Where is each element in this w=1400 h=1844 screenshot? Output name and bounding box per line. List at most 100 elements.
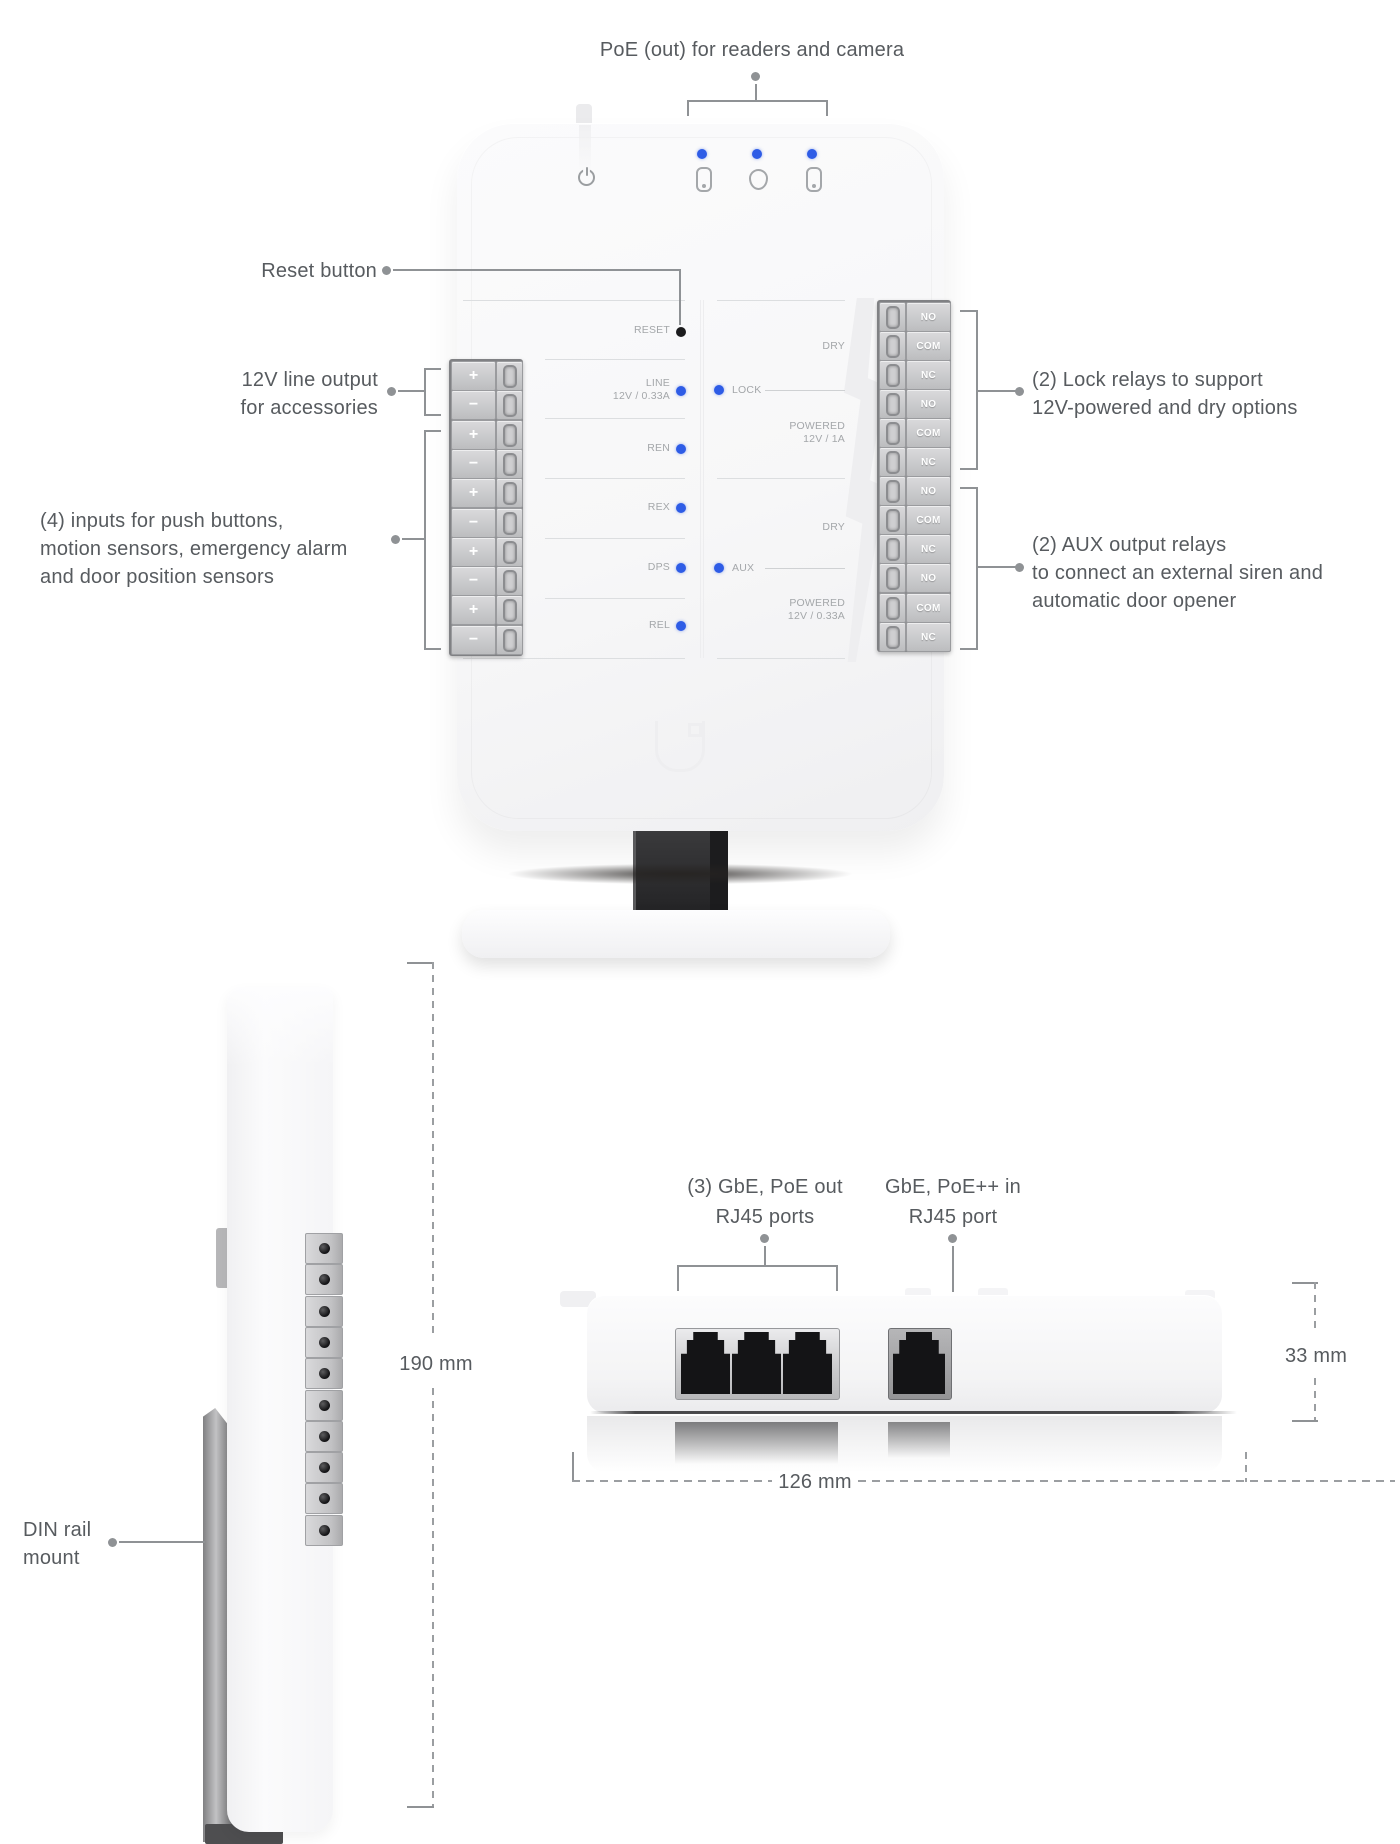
input-terminal-+: + (451, 420, 496, 450)
line1: GbE, PoE++ in (884, 1176, 1022, 1198)
mode: POWERED (789, 420, 845, 432)
width-dim-line-right (858, 1480, 1395, 1482)
inputs-bracket-bottom (424, 648, 441, 650)
port1-led (697, 149, 707, 159)
line2: motion sensors, emergency alarm (40, 538, 348, 560)
line2: RJ45 ports (715, 1206, 815, 1228)
relay-terminal-NO: NO (906, 389, 951, 419)
side-terminal (305, 1515, 343, 1546)
lock-relay1-mode: DRY (822, 340, 845, 352)
panel-divider (545, 359, 685, 360)
reset-port-label: RESET (633, 324, 670, 336)
gbe-out-bracket-right-drop (836, 1265, 838, 1291)
line-output-bracket-top (424, 368, 441, 370)
stand-base (462, 910, 890, 958)
inputs-lead (402, 538, 425, 540)
ubiquiti-logo-notch (688, 723, 702, 737)
aux-relays-bracket (976, 487, 978, 650)
depth-dim-top-hook (1292, 1282, 1318, 1284)
input-terminal-+: + (451, 478, 496, 508)
dps-port-label: DPS (647, 561, 670, 573)
side-device-top-band (227, 987, 333, 1067)
line-output-lead (398, 390, 425, 392)
line-output-bracket-bottom (424, 414, 441, 416)
port-reflection (888, 1422, 950, 1458)
relay-terminal-NC: NC (906, 622, 951, 652)
line-port-label: LINE 12V / 0.33A (560, 377, 670, 403)
din-lead (119, 1541, 205, 1543)
line-output-label: 12V line output for accessories (168, 366, 378, 422)
width-dim-right-riser (1245, 1452, 1247, 1482)
aux-label: AUX (732, 562, 755, 574)
gbe-out-label: (3) GbE, PoE out RJ45 ports (640, 1172, 890, 1232)
side-terminal (305, 1390, 343, 1421)
lock-relays-label: (2) Lock relays to support 12V-powered a… (1032, 366, 1372, 422)
door-handle-icon (749, 169, 768, 190)
input-terminal-−: − (451, 566, 496, 596)
relay-terminal-NO: NO (906, 563, 951, 593)
reset-lead-v (679, 269, 681, 325)
lock-led (714, 385, 724, 395)
panel-divider (717, 478, 845, 479)
panel-divider (545, 478, 685, 479)
relay-terminal-screw (879, 622, 906, 652)
lock-relays-lead (978, 390, 1016, 392)
line1: DIN rail (23, 1519, 92, 1541)
line3: and door position sensors (40, 566, 275, 588)
rel-port-label: REL (648, 619, 670, 631)
relay-terminal-screw (879, 476, 906, 506)
input-terminal-screw (496, 566, 523, 596)
relay-terminal-COM: COM (906, 593, 951, 623)
height-dim-top-hook (407, 962, 434, 964)
line1: (3) GbE, PoE out (687, 1176, 843, 1198)
input-terminal-+: + (451, 361, 496, 391)
relay-terminal-screw (879, 447, 906, 477)
gbe-in-pointer-dot (948, 1234, 957, 1243)
relay-terminal-NC: NC (906, 534, 951, 564)
aux-relays-pointer-dot (1015, 563, 1024, 572)
relay-terminal-NC: NC (906, 447, 951, 477)
relay-terminal-screw (879, 418, 906, 448)
rj45-poe-out-port-3 (783, 1332, 832, 1394)
height-dim-bottom-hook (407, 1806, 434, 1808)
reset-label: Reset button (261, 260, 377, 282)
inputs-bracket (424, 430, 426, 650)
line1: (4) inputs for push buttons, (40, 510, 284, 532)
lock-lead-line (765, 390, 845, 391)
width-dim-label: 126 mm (778, 1471, 852, 1493)
input-terminal-+: + (451, 537, 496, 567)
input-terminal-screw (496, 478, 523, 508)
line2: 12V-powered and dry options (1032, 397, 1298, 419)
relay-terminal-screw (879, 593, 906, 623)
power-icon (578, 167, 595, 186)
ports-reflection (675, 1422, 838, 1464)
poe-out-bracket-right-drop (826, 100, 828, 116)
side-terminal (305, 1296, 343, 1327)
width-dim-left-riser (572, 1452, 574, 1482)
relay-terminal-screw (879, 505, 906, 535)
side-terminal (305, 1452, 343, 1483)
lock-relay2-mode: POWERED 12V / 1A (735, 420, 845, 446)
lock-relays-bracket (976, 310, 978, 470)
gbe-in-stem (952, 1246, 954, 1292)
reader-icon (696, 167, 712, 192)
input-terminal-−: − (451, 625, 496, 655)
mode: POWERED (789, 597, 845, 609)
center-groove (700, 300, 701, 658)
line2: mount (23, 1547, 80, 1569)
depth-dim-bottom-hook (1292, 1420, 1318, 1422)
side-terminal (305, 1233, 343, 1264)
height-dim-line-lower (432, 1388, 434, 1808)
panel-divider (545, 538, 685, 539)
poe-out-pointer-dot (751, 72, 760, 81)
height-dim-label: 190 mm (399, 1353, 473, 1375)
bottom-ground-line (590, 1411, 1237, 1414)
lock-relays-pointer-dot (1015, 387, 1024, 396)
line2: for accessories (240, 397, 378, 419)
input-terminal-−: − (451, 390, 496, 420)
panel-divider (545, 598, 685, 599)
line1: (2) AUX output relays (1032, 534, 1227, 556)
ren-led (676, 444, 686, 454)
depth-dim-line-upper (1314, 1282, 1316, 1332)
